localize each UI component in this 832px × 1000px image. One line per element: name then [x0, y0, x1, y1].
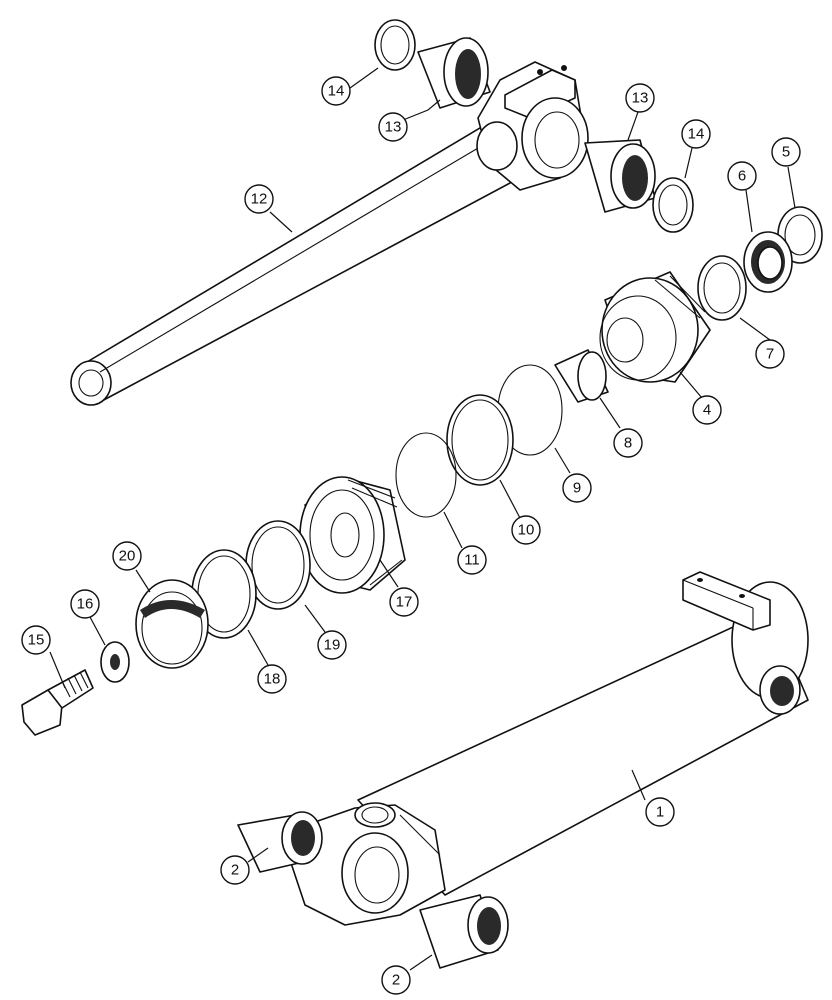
callout-2-lower: 2 [381, 965, 411, 995]
wiper-ring-14-lower [652, 177, 694, 233]
callout-15: 15 [21, 625, 51, 655]
svg-text:13: 13 [632, 90, 649, 107]
ring-7 [697, 255, 747, 321]
callout-14-upper: 14 [321, 76, 351, 106]
callout-11: 11 [457, 545, 487, 575]
bolt-15 [21, 669, 94, 736]
callout-4: 4 [692, 395, 722, 425]
wear-ring-20 [135, 579, 209, 669]
callout-20: 20 [112, 541, 142, 571]
callout-13-lower: 13 [625, 83, 655, 113]
bushing-8 [554, 349, 609, 403]
callout-5: 5 [771, 137, 801, 167]
svg-text:9: 9 [573, 480, 581, 497]
callout-10: 10 [511, 515, 541, 545]
callout-1: 1 [645, 797, 675, 827]
svg-text:4: 4 [703, 402, 711, 419]
bushing-13-lower [584, 139, 656, 213]
backup-ring-10 [446, 394, 514, 486]
barrel-eye [289, 802, 446, 926]
callout-6: 6 [727, 161, 757, 191]
callout-14-lower: 14 [681, 119, 711, 149]
bushing-2-upper [237, 811, 323, 873]
svg-text:6: 6 [738, 168, 746, 185]
rod-eye [476, 61, 589, 191]
cylinder-barrel [357, 571, 809, 896]
svg-text:5: 5 [782, 144, 790, 161]
svg-text:14: 14 [688, 126, 705, 143]
seal-6 [743, 231, 793, 293]
callout-7: 7 [755, 339, 785, 369]
svg-text:13: 13 [385, 119, 402, 136]
callout-2-upper: 2 [220, 855, 250, 885]
callout-16: 16 [70, 589, 100, 619]
gland-4 [599, 271, 711, 383]
svg-text:19: 19 [324, 637, 341, 654]
svg-text:1: 1 [656, 804, 664, 821]
callout-8: 8 [613, 428, 643, 458]
svg-text:15: 15 [28, 632, 45, 649]
svg-text:2: 2 [231, 862, 239, 879]
washer-16 [100, 641, 130, 683]
svg-text:14: 14 [328, 83, 345, 100]
svg-text:10: 10 [518, 522, 535, 539]
callout-12: 12 [244, 184, 274, 214]
svg-text:7: 7 [766, 346, 774, 363]
bushing-13-upper [417, 37, 491, 109]
bushing-2-lower [419, 894, 509, 969]
svg-text:11: 11 [464, 552, 480, 569]
callout-18: 18 [257, 664, 287, 694]
svg-text:18: 18 [264, 671, 281, 688]
o-ring-11 [395, 432, 457, 518]
svg-text:2: 2 [392, 972, 400, 989]
piston-rod [70, 121, 526, 406]
callout-19: 19 [317, 630, 347, 660]
callout-13-upper: 13 [378, 112, 408, 142]
wiper-ring-14-upper [374, 19, 416, 71]
svg-text:20: 20 [119, 548, 136, 565]
piston-17 [299, 476, 406, 594]
callout-17: 17 [389, 587, 419, 617]
callout-9: 9 [562, 473, 592, 503]
svg-text:12: 12 [251, 191, 268, 208]
svg-text:8: 8 [624, 435, 632, 452]
svg-text:16: 16 [77, 596, 94, 613]
svg-text:17: 17 [396, 594, 413, 611]
leader-lines [49, 67, 796, 971]
